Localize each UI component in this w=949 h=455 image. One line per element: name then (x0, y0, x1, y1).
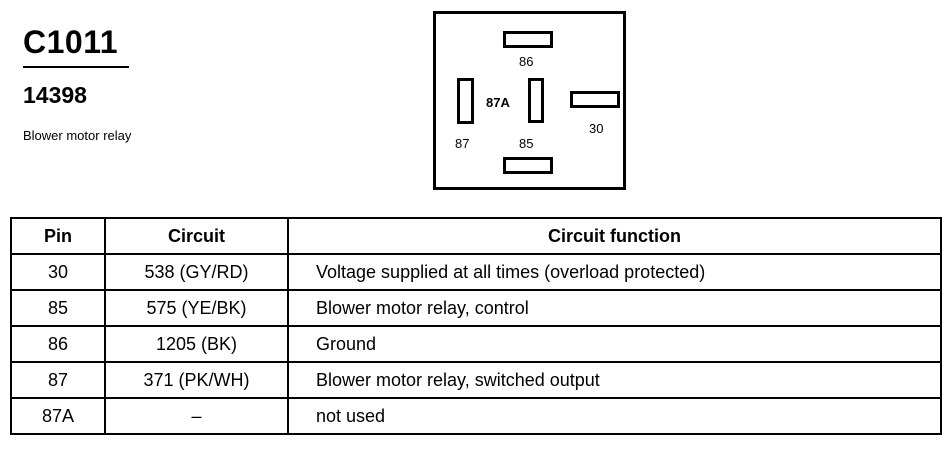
pin-label-85: 85 (519, 136, 534, 151)
pin-label-30: 30 (589, 121, 604, 136)
connector-code: C1011 (23, 24, 119, 60)
function-cell: Blower motor relay, switched output (287, 361, 942, 399)
pin-label-87a: 87A (486, 95, 510, 110)
terminal-86 (503, 31, 553, 48)
pin-label-86: 86 (519, 54, 534, 69)
function-cell: Voltage supplied at all times (overload … (287, 253, 942, 291)
circuit-cell: – (104, 397, 289, 435)
function-cell: Ground (287, 325, 942, 363)
terminal-30 (570, 91, 620, 108)
pin-cell: 30 (10, 253, 106, 291)
column-header-circuit-function: Circuit function (287, 217, 942, 255)
function-cell: Blower motor relay, control (287, 289, 942, 327)
connector-face-diagram: 86 87 87A 85 30 (433, 11, 626, 190)
table-row: 87A – not used (10, 397, 942, 435)
title-divider (23, 66, 129, 68)
terminal-87a (528, 78, 544, 123)
table-row: 30 538 (GY/RD) Voltage supplied at all t… (10, 253, 942, 291)
circuit-cell: 1205 (BK) (104, 325, 289, 363)
connector-description: Blower motor relay (23, 128, 132, 143)
terminal-87 (457, 78, 474, 124)
pin-cell: 85 (10, 289, 106, 327)
table-header-row: Pin Circuit Circuit function (10, 217, 942, 255)
pin-cell: 87 (10, 361, 106, 399)
table-row: 86 1205 (BK) Ground (10, 325, 942, 363)
circuit-cell: 575 (YE/BK) (104, 289, 289, 327)
column-header-circuit: Circuit (104, 217, 289, 255)
pin-cell: 87A (10, 397, 106, 435)
table-row: 85 575 (YE/BK) Blower motor relay, contr… (10, 289, 942, 327)
terminal-85 (503, 157, 553, 174)
pin-circuit-table: Pin Circuit Circuit function 30 538 (GY/… (10, 217, 942, 435)
pin-label-87: 87 (455, 136, 470, 151)
column-header-pin: Pin (10, 217, 106, 255)
pin-cell: 86 (10, 325, 106, 363)
circuit-cell: 371 (PK/WH) (104, 361, 289, 399)
circuit-cell: 538 (GY/RD) (104, 253, 289, 291)
table-row: 87 371 (PK/WH) Blower motor relay, switc… (10, 361, 942, 399)
function-cell: not used (287, 397, 942, 435)
part-number: 14398 (23, 82, 87, 108)
